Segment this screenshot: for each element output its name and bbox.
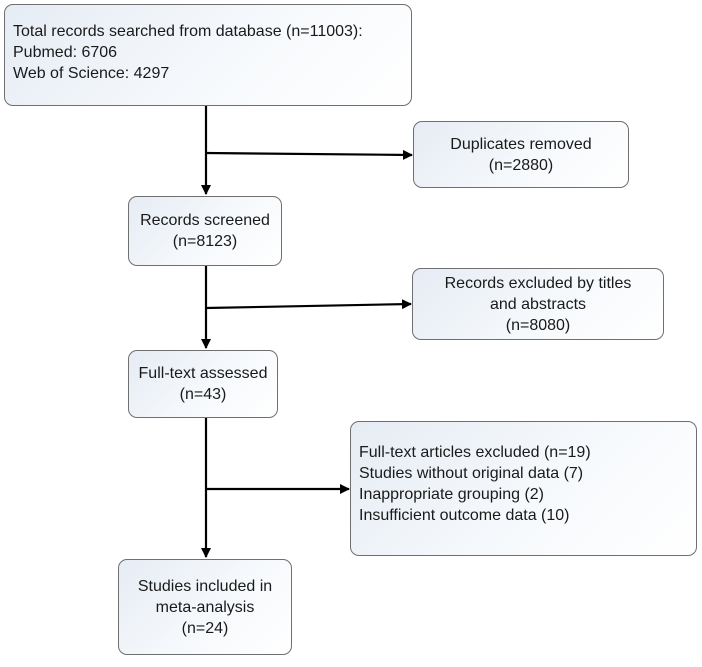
fulltext-line-2: (n=43) bbox=[179, 386, 227, 403]
fulltext-assessed-box: Full-text assessed (n=43) bbox=[128, 350, 278, 418]
fulltext-excluded-box: Full-text articles excluded (n=19) Studi… bbox=[350, 421, 697, 556]
fulltext-excluded-line-1: Full-text articles excluded (n=19) bbox=[359, 444, 591, 461]
arrow-to-excluded-titles bbox=[205, 299, 412, 310]
fulltext-line-1: Full-text assessed bbox=[138, 365, 268, 382]
included-line-1: Studies included in bbox=[137, 577, 273, 595]
excluded-titles-line-2: and abstracts bbox=[489, 295, 587, 313]
screened-line-2: (n=8123) bbox=[172, 233, 238, 250]
fulltext-excluded-line-3: Inappropriate grouping (2) bbox=[359, 486, 545, 503]
records-screened-box: Records screened (n=8123) bbox=[128, 196, 282, 266]
total-records-line-1: Total records searched from database (n=… bbox=[13, 23, 363, 40]
fulltext-excluded-line-4: Insufficient outcome data (10) bbox=[359, 507, 570, 524]
studies-included-box: Studies included in meta-analysis (n=24) bbox=[118, 559, 292, 655]
total-records-line-3: Web of Science: 4297 bbox=[13, 65, 170, 82]
screened-line-1: Records screened bbox=[140, 212, 270, 229]
duplicates-line-1: Duplicates removed bbox=[450, 135, 592, 153]
fulltext-excluded-line-2: Studies without original data (7) bbox=[359, 465, 584, 482]
total-records-box: Total records searched from database (n=… bbox=[4, 4, 412, 106]
included-line-3: (n=24) bbox=[181, 619, 229, 637]
total-records-line-2: Pubmed: 6706 bbox=[13, 44, 118, 61]
excluded-titles-line-1: Records excluded by titles bbox=[444, 274, 632, 292]
duplicates-removed-box: Duplicates removed (n=2880) bbox=[413, 121, 629, 188]
arrow-to-duplicates bbox=[205, 149, 413, 160]
duplicates-line-2: (n=2880) bbox=[488, 156, 554, 174]
included-line-2: meta-analysis bbox=[155, 598, 255, 616]
records-excluded-titles-box: Records excluded by titles and abstracts… bbox=[412, 268, 664, 340]
excluded-titles-line-3: (n=8080) bbox=[505, 316, 571, 334]
